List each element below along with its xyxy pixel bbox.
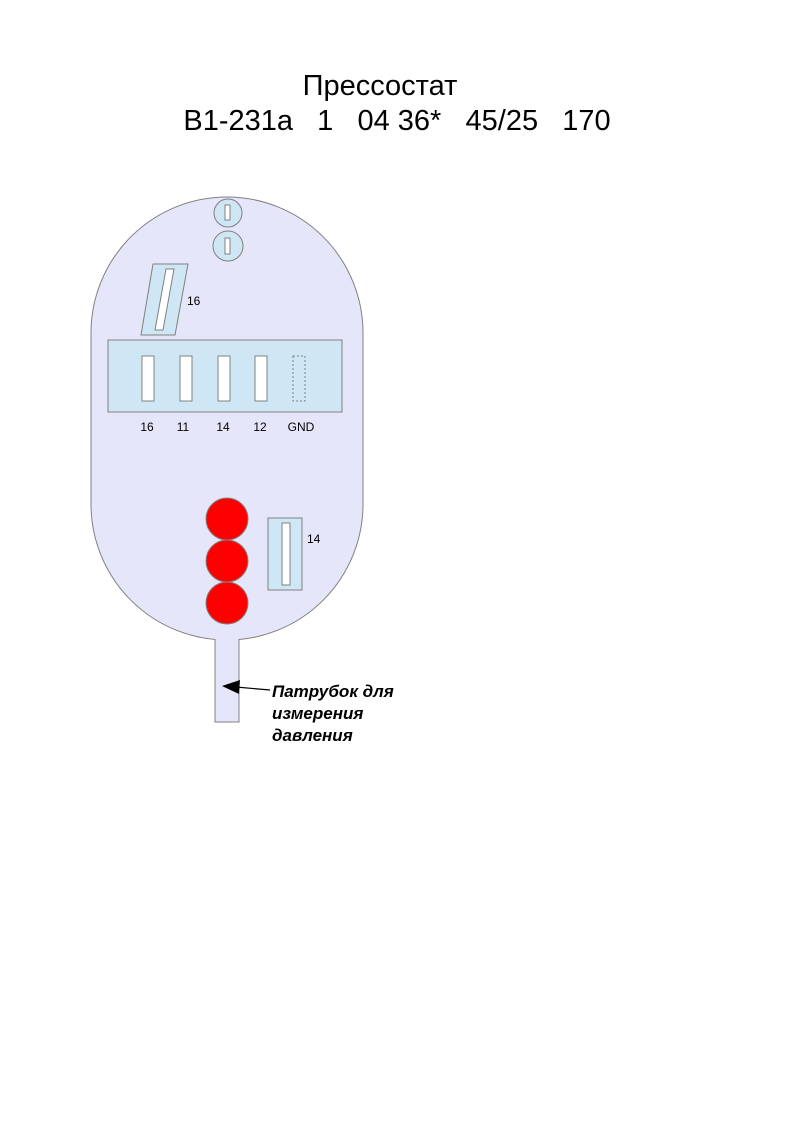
callout-line-1: Патрубок для [272, 682, 394, 701]
indicator-lights [205, 497, 249, 625]
terminal-slot [141, 355, 155, 402]
callout-arrow [222, 680, 271, 694]
terminal-label: GND [288, 420, 315, 434]
title: Прессостат [302, 70, 458, 102]
top-slot-label: 16 [187, 294, 201, 308]
terminal-label: 11 [177, 420, 190, 434]
top-slot [140, 263, 189, 336]
callout-line-2: измерения [272, 704, 363, 723]
terminal-label: 14 [216, 420, 230, 434]
indicator-light [205, 497, 249, 541]
terminal-slot [217, 355, 231, 402]
indicator-light [205, 539, 249, 583]
indicator-light [205, 581, 249, 625]
callout-line-3: давления [272, 726, 353, 745]
terminal-slot [254, 355, 268, 402]
subtitle: B1-231a 1 04 36* 45/25 170 [183, 105, 611, 137]
terminal-label: 16 [140, 420, 154, 434]
adjust-screw-2 [212, 230, 244, 262]
terminal-label: 12 [253, 420, 267, 434]
terminal-slot [179, 355, 193, 402]
adjust-screw-1 [213, 198, 243, 228]
terminal-slot [292, 355, 306, 402]
side-slot-label: 14 [307, 532, 321, 546]
side-slot [267, 517, 303, 591]
